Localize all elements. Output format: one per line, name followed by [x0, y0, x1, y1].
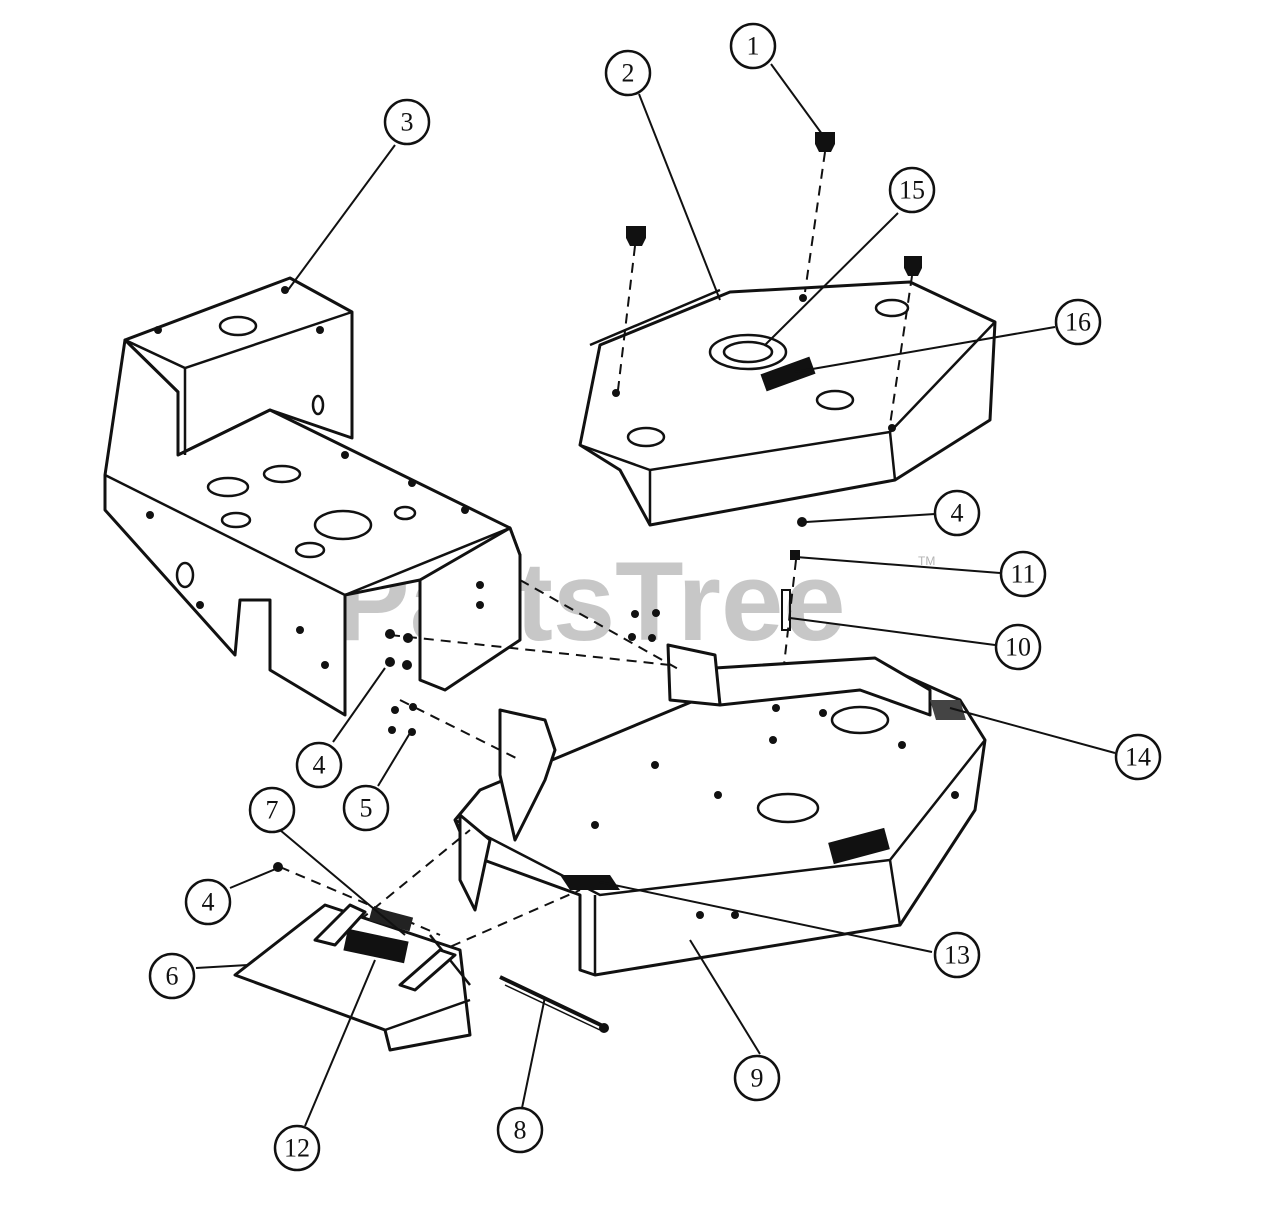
callout-label: 13	[944, 941, 970, 970]
callout-2: 2	[604, 49, 652, 97]
callout-1: 1	[729, 22, 777, 70]
callout-label: 14	[1125, 743, 1151, 772]
callout-label: 1	[747, 32, 760, 61]
callout-label: 6	[166, 962, 179, 991]
callout-label: 16	[1065, 308, 1091, 337]
callout-14: 14	[1114, 733, 1162, 781]
callout-label: 5	[360, 794, 373, 823]
callout-7: 7	[248, 786, 296, 834]
callouts: 1 2 3 15 16 4 11 10 14 4 5	[148, 22, 1162, 1172]
callout-label: 3	[401, 108, 414, 137]
callout-label: 4	[313, 751, 326, 780]
leader-lines	[195, 63, 1116, 1127]
callout-6: 6	[148, 952, 196, 1000]
callout-label: 4	[202, 888, 215, 917]
callout-3: 3	[383, 98, 431, 146]
callout-label: 2	[622, 59, 635, 88]
callout-16: 16	[1054, 298, 1102, 346]
mounting-brackets	[273, 579, 722, 961]
callout-8: 8	[496, 1106, 544, 1154]
callout-5: 5	[342, 784, 390, 832]
callout-10: 10	[994, 623, 1042, 671]
deck-cover	[578, 280, 997, 527]
callout-4-spindle: 4	[933, 489, 981, 537]
callout-label: 10	[1005, 633, 1031, 662]
callout-label: 8	[514, 1116, 527, 1145]
callout-13: 13	[933, 931, 981, 979]
callout-label: 12	[284, 1134, 310, 1163]
knob-nuts	[617, 132, 922, 426]
callout-12: 12	[273, 1124, 321, 1172]
spindle-hardware	[779, 517, 807, 701]
callout-label: 11	[1010, 560, 1035, 589]
hinge-rod	[499, 975, 609, 1033]
callout-label: 7	[266, 796, 279, 825]
callout-label: 9	[751, 1064, 764, 1093]
callout-9: 9	[733, 1054, 781, 1102]
callout-15: 15	[888, 166, 936, 214]
callout-4-chute: 4	[184, 878, 232, 926]
callout-label: 4	[951, 499, 964, 528]
frame-bracket	[103, 276, 522, 717]
discharge-chute	[233, 903, 472, 1052]
callout-11: 11	[999, 550, 1047, 598]
callout-label: 15	[899, 176, 925, 205]
watermark-trademark: TM	[918, 554, 935, 568]
callout-4-frame: 4	[295, 741, 343, 789]
